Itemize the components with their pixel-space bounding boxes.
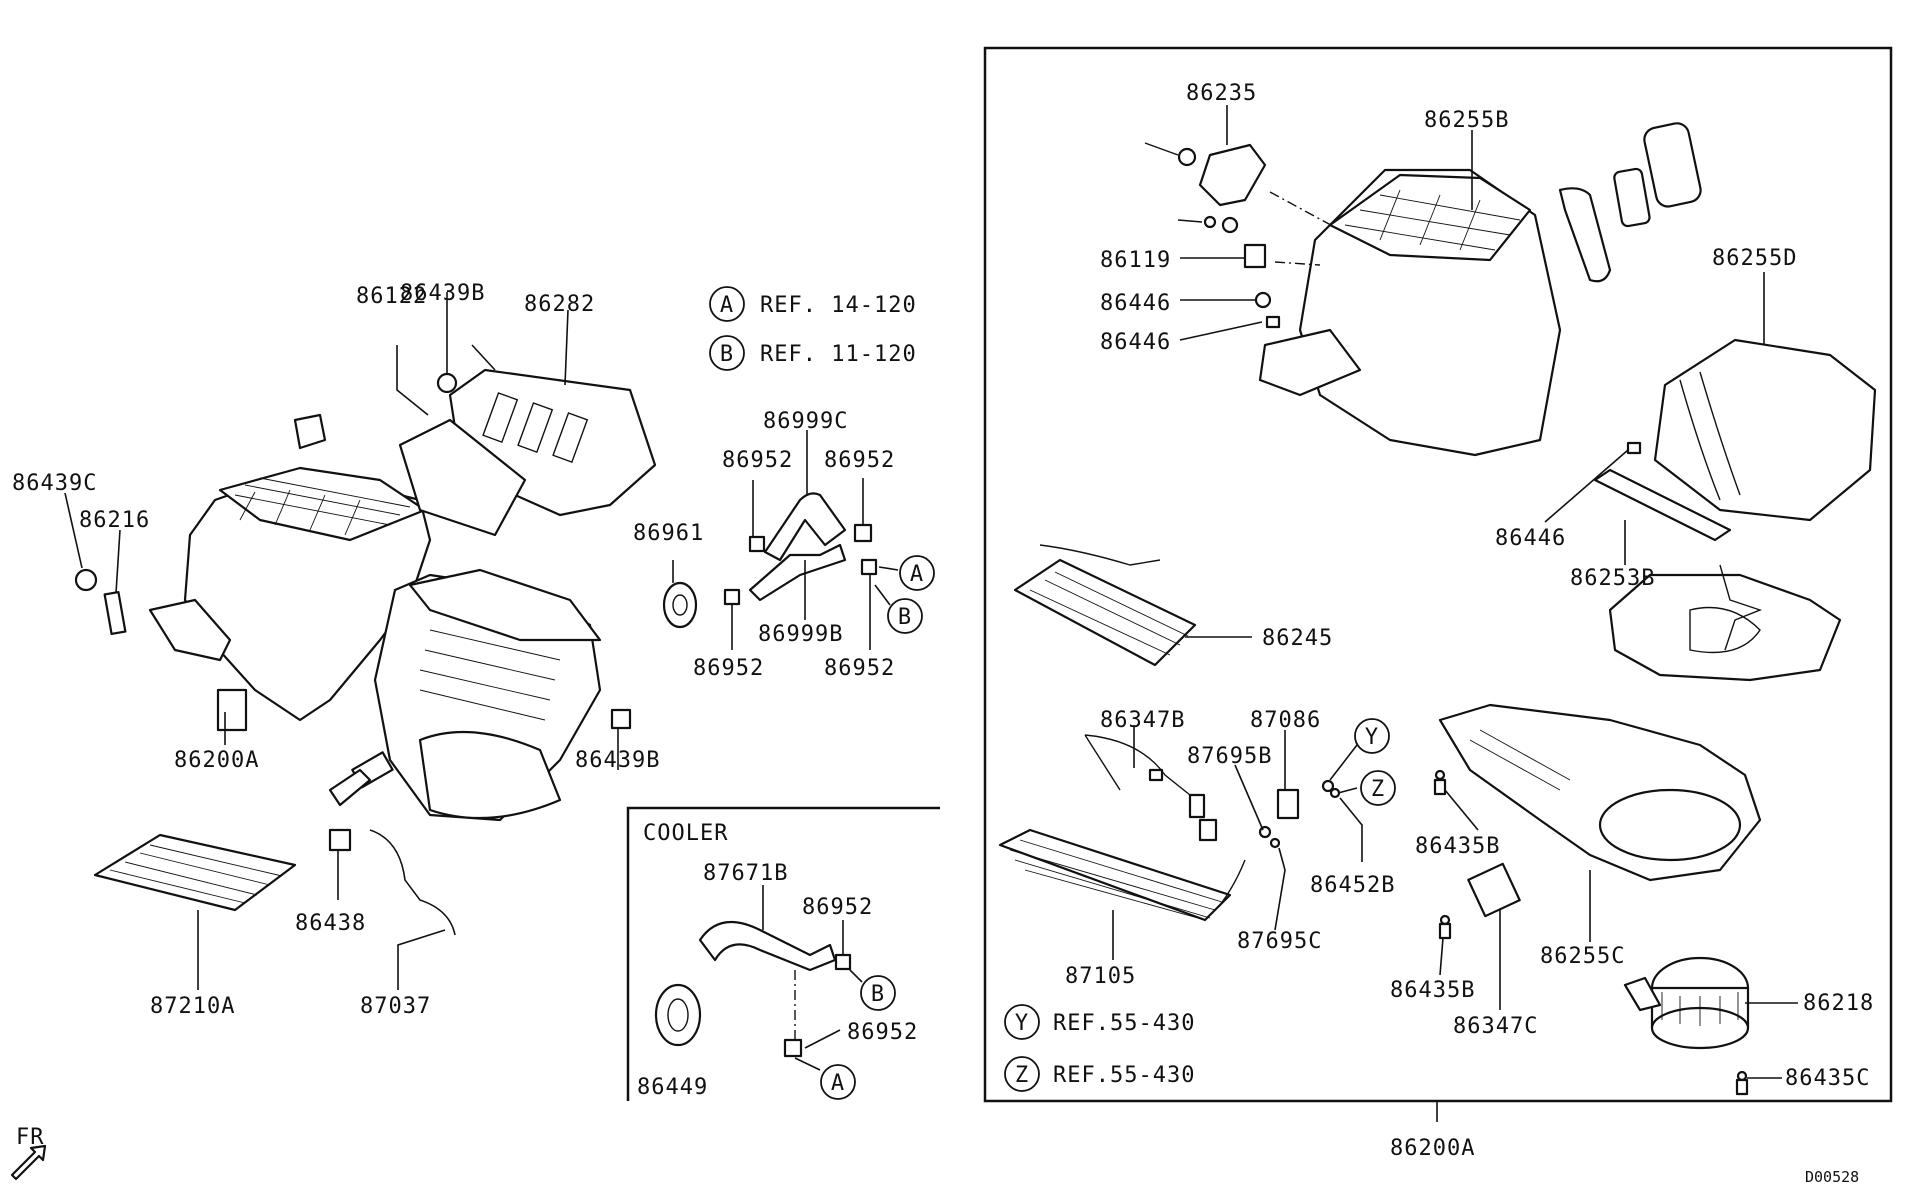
part-labels: 86439C 86216 86439B 86122 86282 86200A 8… [12,81,1874,1161]
callout-z: Z [1360,770,1396,806]
label-86347C: 86347C [1453,1014,1538,1039]
label-86439B-top: 86439B [400,281,485,306]
front-direction-indicator: FR [10,1125,47,1181]
label-86952-a: 86952 [722,448,793,473]
label-86255C: 86255C [1540,944,1625,969]
label-86282: 86282 [524,292,595,317]
svg-text:Y: Y [1365,725,1379,750]
callout-b-hose: B [887,598,923,634]
label-86200A-bottom: 86200A [1390,1136,1475,1161]
label-86961: 86961 [633,521,704,546]
label-87105: 87105 [1065,964,1136,989]
ref-legend-y: Y REF.55-430 [1004,1004,1195,1040]
label-86218: 86218 [1803,991,1874,1016]
label-86435B-a: 86435B [1415,834,1500,859]
label-86435B-b: 86435B [1390,978,1475,1003]
label-86253B: 86253B [1570,566,1655,591]
ref-legend-z: Z REF.55-430 [1004,1056,1195,1092]
label-86347B: 86347B [1100,708,1185,733]
callout-b-cooler: B [860,975,896,1011]
svg-text:A: A [910,562,924,587]
label-87695B: 87695B [1187,744,1272,769]
label-86122: 86122 [356,284,427,309]
svg-text:Z: Z [1371,777,1385,802]
label-86439B-right: 86439B [575,748,660,773]
callout-y: Y [1354,718,1390,754]
cooler-frame [626,806,940,1101]
svg-text:Y: Y [1015,1011,1029,1036]
ref-y-text: REF.55-430 [1053,1011,1195,1036]
label-87671B: 87671B [703,861,788,886]
label-86449: 86449 [637,1075,708,1100]
label-86235: 86235 [1186,81,1257,106]
label-86952-f: 86952 [847,1020,918,1045]
label-87695C: 87695C [1237,929,1322,954]
ref-a-text: REF. 14-120 [760,293,917,318]
label-86119: 86119 [1100,248,1171,273]
ref-b-text: REF. 11-120 [760,342,917,367]
label-86200A-left: 86200A [174,748,259,773]
label-86446-c: 86446 [1495,526,1566,551]
cooler-title: COOLER [643,821,728,846]
label-86255D: 86255D [1712,246,1797,271]
svg-text:A: A [831,1071,845,1096]
diagram-code: D00528 [1805,1168,1859,1186]
label-86446-b: 86446 [1100,330,1171,355]
ref-z-text: REF.55-430 [1053,1063,1195,1088]
label-86438: 86438 [295,911,366,936]
svg-text:B: B [720,342,734,367]
arrow-icon [10,1144,47,1181]
svg-text:B: B [898,605,912,630]
svg-text:A: A [720,293,734,318]
label-86999C: 86999C [763,409,848,434]
label-87037: 87037 [360,994,431,1019]
label-86452B: 86452B [1310,873,1395,898]
svg-text:Z: Z [1015,1063,1029,1088]
label-86952-b: 86952 [824,448,895,473]
leader-lines [64,105,1798,1079]
ref-legend-b: B REF. 11-120 [709,335,917,371]
label-86952-c: 86952 [693,656,764,681]
label-87086: 87086 [1250,708,1321,733]
ref-legend-a: A REF. 14-120 [709,286,917,322]
callout-a-cooler: A [820,1064,856,1100]
label-86255B: 86255B [1424,108,1509,133]
svg-text:B: B [871,982,885,1007]
label-86446-a: 86446 [1100,291,1171,316]
label-86216: 86216 [79,508,150,533]
label-86245: 86245 [1262,626,1333,651]
heater-unit-86200A-drawing [74,368,878,1058]
label-87210A: 87210A [150,994,235,1019]
label-86952-e: 86952 [802,895,873,920]
callout-a-hose: A [899,555,935,591]
label-86439C: 86439C [12,471,97,496]
label-86999B: 86999B [758,622,843,647]
assembly-86200A-frame [983,46,1893,1103]
label-86435C: 86435C [1785,1066,1870,1091]
label-86952-d: 86952 [824,656,895,681]
exploded-assembly-drawing [998,122,1877,1096]
